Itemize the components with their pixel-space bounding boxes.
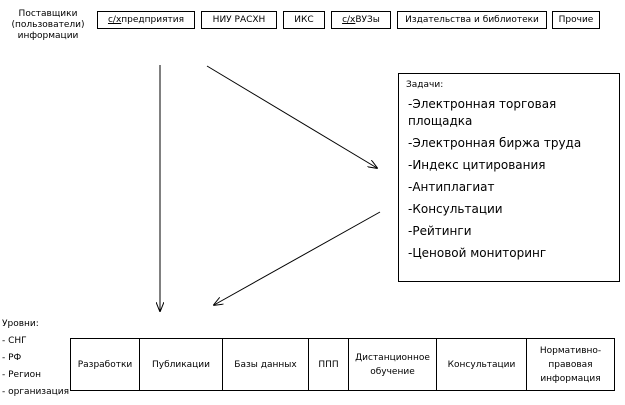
supplier-box-publishers-libraries: Издательства и библиотеки (397, 11, 547, 29)
supplier-label: предприятия (121, 15, 185, 25)
level-item: - организация (2, 387, 69, 397)
level-item: - СНГ (2, 336, 27, 346)
supplier-box-niu-rasxn: НИУ РАСХН (201, 11, 277, 29)
supplier-box-iks: ИКС (283, 11, 325, 29)
arrow-to-tasks (206, 65, 377, 168)
supplier-box-other: Прочие (552, 11, 600, 29)
suppliers-title: Поставщики (пользователи) информации (11, 9, 85, 41)
level-item: - РФ (2, 353, 22, 363)
categories-table: Разработки Публикации Базы данных ППП Ди… (70, 338, 615, 391)
tasks-box: Задачи: -Электронная торговая площадка -… (398, 73, 620, 282)
task-item: -Рейтинги (408, 224, 472, 238)
category-cell: Дистанционное обучение (349, 339, 437, 390)
tasks-list: -Электронная торговая площадка -Электрон… (408, 96, 618, 267)
category-cell: Публикации (140, 339, 223, 390)
category-cell: Разработки (71, 339, 140, 390)
levels-list: Уровни: - СНГ - РФ - Регион - организаци… (2, 316, 72, 401)
task-item: -Электронная биржа труда (408, 136, 582, 150)
supplier-box-agri-enterprises: с/х предприятия (97, 11, 195, 29)
task-item: -Ценовой мониторинг (408, 246, 547, 260)
task-item: -Консультации (408, 202, 503, 216)
tasks-title: Задачи: (406, 80, 444, 90)
supplier-box-agri-universities: с/х ВУЗы (331, 11, 391, 29)
supplier-prefix: с/х (107, 15, 122, 25)
level-item: - Регион (2, 370, 42, 380)
task-item: -Электронная торговая площадка (408, 97, 557, 128)
task-item: -Индекс цитирования (408, 158, 546, 172)
supplier-label: Издательства и библиотеки (405, 15, 539, 25)
category-cell: Базы данных (223, 339, 309, 390)
category-cell: Нормативно-правовая информация (539, 345, 602, 384)
supplier-label: ИКС (294, 15, 314, 25)
category-cell: Консультации (437, 339, 527, 390)
category-cell: ППП (309, 339, 349, 390)
levels-title: Уровни: (2, 319, 39, 329)
arrow-from-tasks-to-categories (214, 211, 381, 305)
supplier-prefix: с/х (342, 15, 356, 25)
supplier-label: ВУЗы (355, 15, 380, 25)
supplier-label: НИУ РАСХН (212, 15, 266, 25)
task-item: -Антиплагиат (408, 180, 495, 194)
supplier-label: Прочие (558, 15, 594, 25)
